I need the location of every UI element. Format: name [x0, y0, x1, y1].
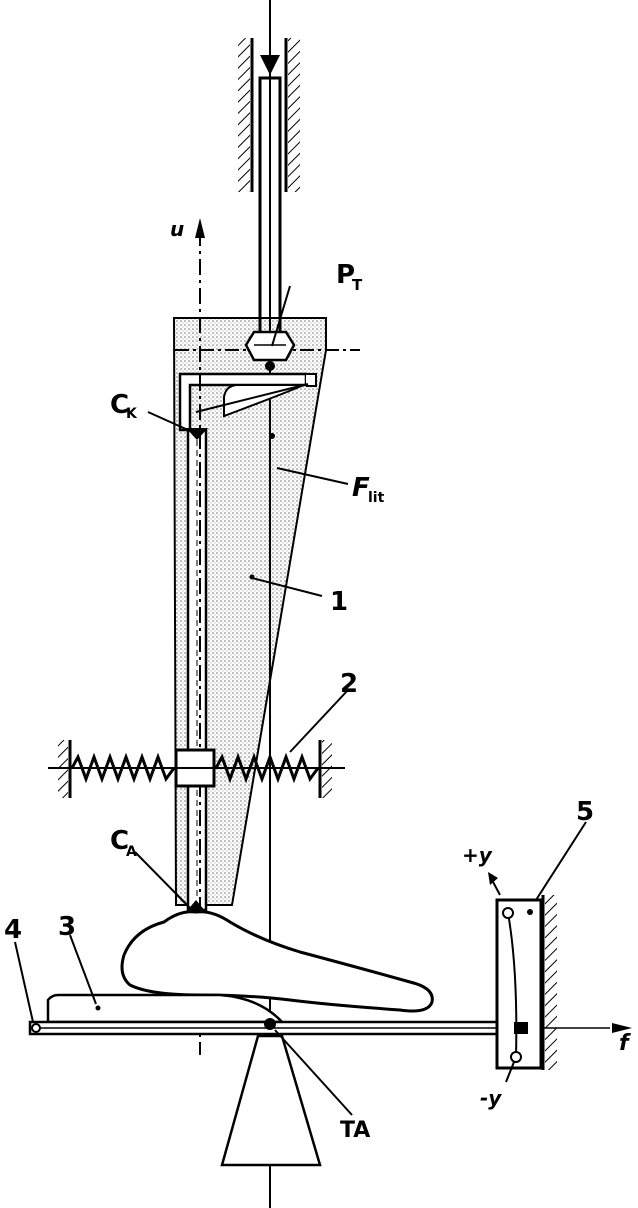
- ca-label-sub: A: [126, 844, 137, 860]
- foot-shape: [120, 910, 434, 1013]
- u-axis-label: u: [170, 217, 184, 241]
- part-5-label: 5: [576, 797, 594, 827]
- minus-y-label: -y: [480, 1086, 502, 1110]
- ball-joint-pt: [244, 330, 296, 371]
- part-1-label: 1: [330, 587, 348, 617]
- labels: u f P T C K F lit C A TA +y -y 1 2 3 4 5: [4, 217, 631, 1143]
- part-3-label: 3: [58, 912, 76, 942]
- flit-label-sub: lit: [368, 490, 385, 506]
- part-4-label: 4: [4, 915, 22, 945]
- pt-label: P: [336, 260, 355, 290]
- base-plate: [46, 993, 285, 1024]
- part-2-label: 2: [340, 669, 358, 699]
- leader-lines: [14, 285, 587, 1116]
- pt-label-sub: T: [352, 276, 363, 294]
- ck-label-sub: K: [126, 406, 138, 422]
- ca-label: C: [110, 826, 129, 856]
- flit-label: F: [352, 473, 370, 503]
- u-axis: [195, 218, 205, 1055]
- ck-label: C: [110, 390, 129, 420]
- ta-label: TA: [340, 1118, 370, 1143]
- spring-assembly: [48, 740, 345, 798]
- sensor-block: [488, 872, 557, 1083]
- f-axis-label: f: [619, 1031, 631, 1056]
- pivot-support: [220, 1018, 322, 1167]
- plus-y-label: +y: [462, 843, 493, 867]
- top-guide-walls: [238, 38, 300, 192]
